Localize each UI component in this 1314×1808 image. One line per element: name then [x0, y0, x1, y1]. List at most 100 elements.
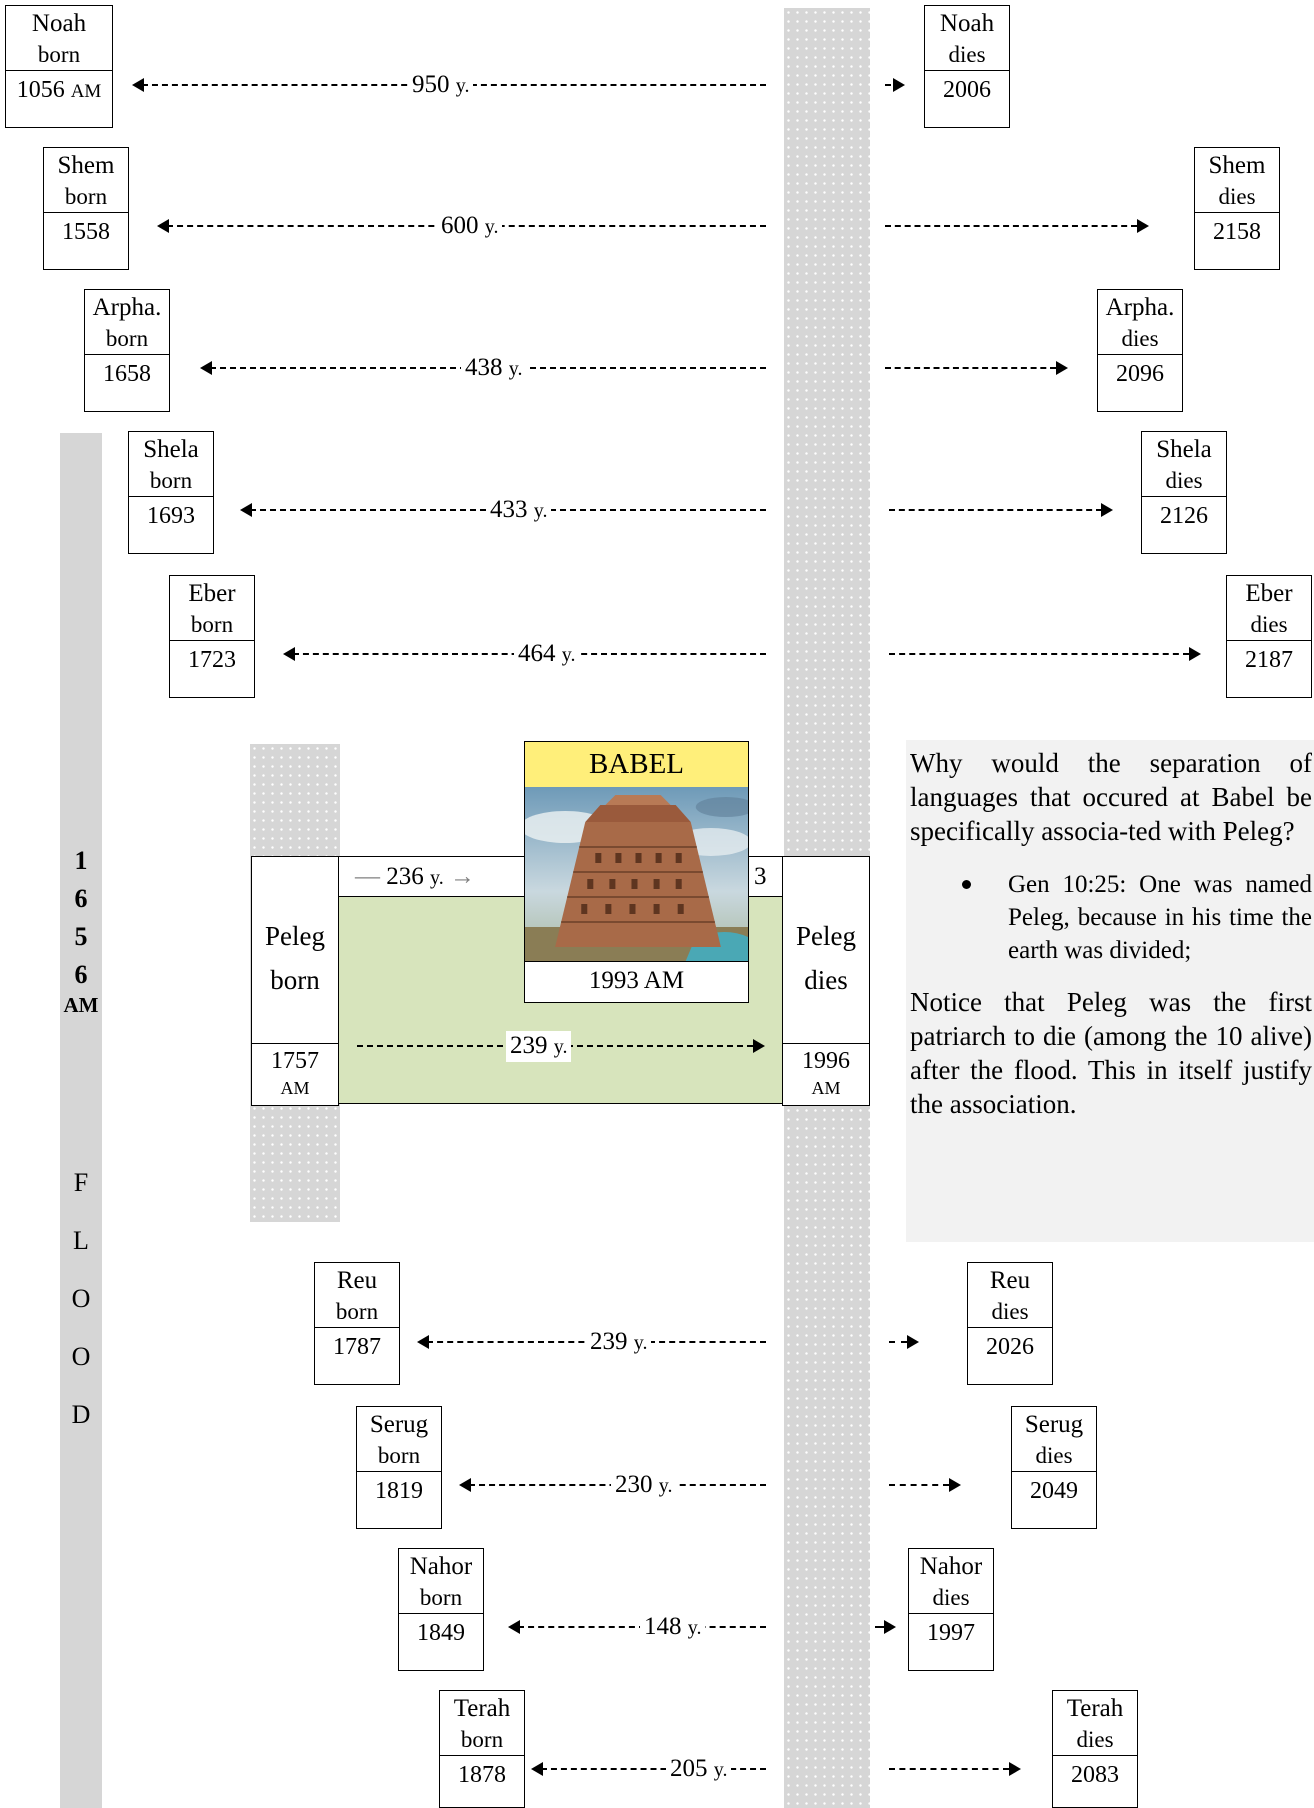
dies-label: dies [1076, 1727, 1114, 1752]
arrow-head-left [240, 503, 252, 517]
birth-year: 1878 [440, 1755, 524, 1795]
dies-label: dies [1121, 326, 1159, 351]
terah-born-box: Terah born 1878 [439, 1690, 525, 1808]
arrow-head-left [200, 361, 212, 375]
patriarch-name: Noah [939, 10, 995, 37]
noah-dies-box: Noah dies 2006 [924, 5, 1010, 128]
shela-born-box: Shela born 1693 [128, 431, 214, 554]
arrow-head-left [157, 219, 169, 233]
note-text: Notice that Peleg was the first patriarc… [910, 987, 1312, 1119]
arpha-dies-box: Arpha. dies 2096 [1097, 289, 1183, 412]
patriarch-name: Shem [57, 152, 115, 179]
birth-year: 1849 [399, 1613, 483, 1653]
dashed-line [885, 84, 891, 86]
serug-dies-box: Serug dies 2049 [1011, 1406, 1097, 1529]
flood-letter: D [71, 1400, 91, 1429]
arrow-head-right [1009, 1762, 1021, 1776]
arpha-born-box: Arpha. born 1658 [84, 289, 170, 412]
dies-label: dies [948, 42, 986, 67]
arrow-head-left [283, 647, 295, 661]
eber-born-box: Eber born 1723 [169, 575, 255, 698]
birth-year: 1693 [129, 496, 213, 536]
death-year: 2006 [925, 70, 1009, 110]
lifespan-label: 148 y. [640, 1612, 706, 1643]
lifespan-label: 239 y. [586, 1327, 652, 1358]
death-year: 1997 [909, 1613, 993, 1653]
dies-label: dies [991, 1299, 1029, 1324]
arrow-head-right [1056, 361, 1068, 375]
peleg-to-babel-label: — 236 y. → [355, 863, 475, 890]
dashed-line [889, 1768, 1009, 1770]
born-label: born [64, 184, 108, 209]
death-year: 2083 [1053, 1755, 1137, 1795]
patriarch-name: Shela [143, 436, 199, 463]
terah-dies-box: Terah dies 2083 [1052, 1690, 1138, 1808]
patriarch-name: Terah [453, 1695, 511, 1722]
nahor-dies-box: Nahor dies 1997 [908, 1548, 994, 1671]
flood-digit: 5 [74, 922, 88, 951]
shela-dies-box: Shela dies 2126 [1141, 431, 1227, 554]
birth-year: 1723 [170, 640, 254, 680]
bullet-icon [962, 880, 971, 889]
reu-dies-box: Reu dies 2026 [967, 1262, 1053, 1385]
flood-letter: L [73, 1226, 89, 1255]
flood-letter: O [71, 1284, 91, 1313]
arrow-head-right [907, 1335, 919, 1349]
patriarch-name: Reu [989, 1267, 1031, 1294]
born-label: born [37, 42, 81, 67]
noah-born-box: Noah born 1056 AM [5, 5, 113, 128]
flood-letter: F [73, 1168, 89, 1197]
patriarch-name: Nahor [919, 1553, 983, 1580]
question-text: Why would the separation of languages th… [910, 748, 1312, 846]
death-year: 2187 [1227, 640, 1311, 680]
death-year: 2126 [1142, 496, 1226, 536]
reu-born-box: Reu born 1787 [314, 1262, 400, 1385]
arrow-head-left [132, 78, 144, 92]
patriarch-name: Peleg [265, 921, 325, 951]
peleg-lifespan-label: 239 y. [506, 1031, 572, 1062]
dashed-line [889, 1484, 949, 1486]
flood-bar [60, 433, 102, 1808]
lifespan-label: 600 y. [437, 211, 503, 242]
arrow-head-left [508, 1620, 520, 1634]
born-label: born [335, 1299, 379, 1324]
born-label: born [419, 1585, 463, 1610]
flood-digit: 6 [74, 884, 88, 913]
birth-year: 1819 [357, 1471, 441, 1511]
arrow-head-right [949, 1478, 961, 1492]
shem-born-box: Shem born 1558 [43, 147, 129, 270]
dashed-line [885, 225, 1137, 227]
death-year: 2026 [968, 1327, 1052, 1367]
lifespan-label: 950 y. [408, 70, 474, 101]
death-year: 2049 [1012, 1471, 1096, 1511]
born-label: born [460, 1727, 504, 1752]
dies-label: dies [1250, 612, 1288, 637]
patriarch-name: Arpha. [1105, 294, 1175, 321]
babel-title: BABEL [525, 742, 748, 787]
lifespan-label: 230 y. [611, 1470, 677, 1501]
patriarch-name: Eber [1245, 580, 1293, 607]
patriarch-name: Shela [1156, 436, 1212, 463]
dashed-line [889, 509, 1102, 511]
dies-label: dies [804, 965, 848, 995]
arrow-head-left [417, 1335, 429, 1349]
dies-label: dies [1165, 468, 1203, 493]
tower-of-babel-image [525, 787, 748, 961]
flood-letter: O [71, 1342, 91, 1371]
dashed-line [885, 367, 1056, 369]
peleg-to-babel-remainder: 3 [754, 863, 767, 890]
dies-label: dies [1218, 184, 1256, 209]
born-label: born [270, 965, 320, 995]
arrow-head-left [531, 1762, 543, 1776]
birth-year: 1658 [85, 354, 169, 394]
scripture-bullet: Gen 10:25: One was named Peleg, because … [910, 868, 1312, 967]
death-year: 2158 [1195, 212, 1279, 252]
lifespan-label: 433 y. [486, 495, 552, 526]
lifespan-label: 205 y. [666, 1754, 732, 1785]
commentary-panel: Why would the separation of languages th… [906, 740, 1314, 1242]
patriarch-name: Shem [1208, 152, 1266, 179]
dashed-line [889, 653, 1189, 655]
